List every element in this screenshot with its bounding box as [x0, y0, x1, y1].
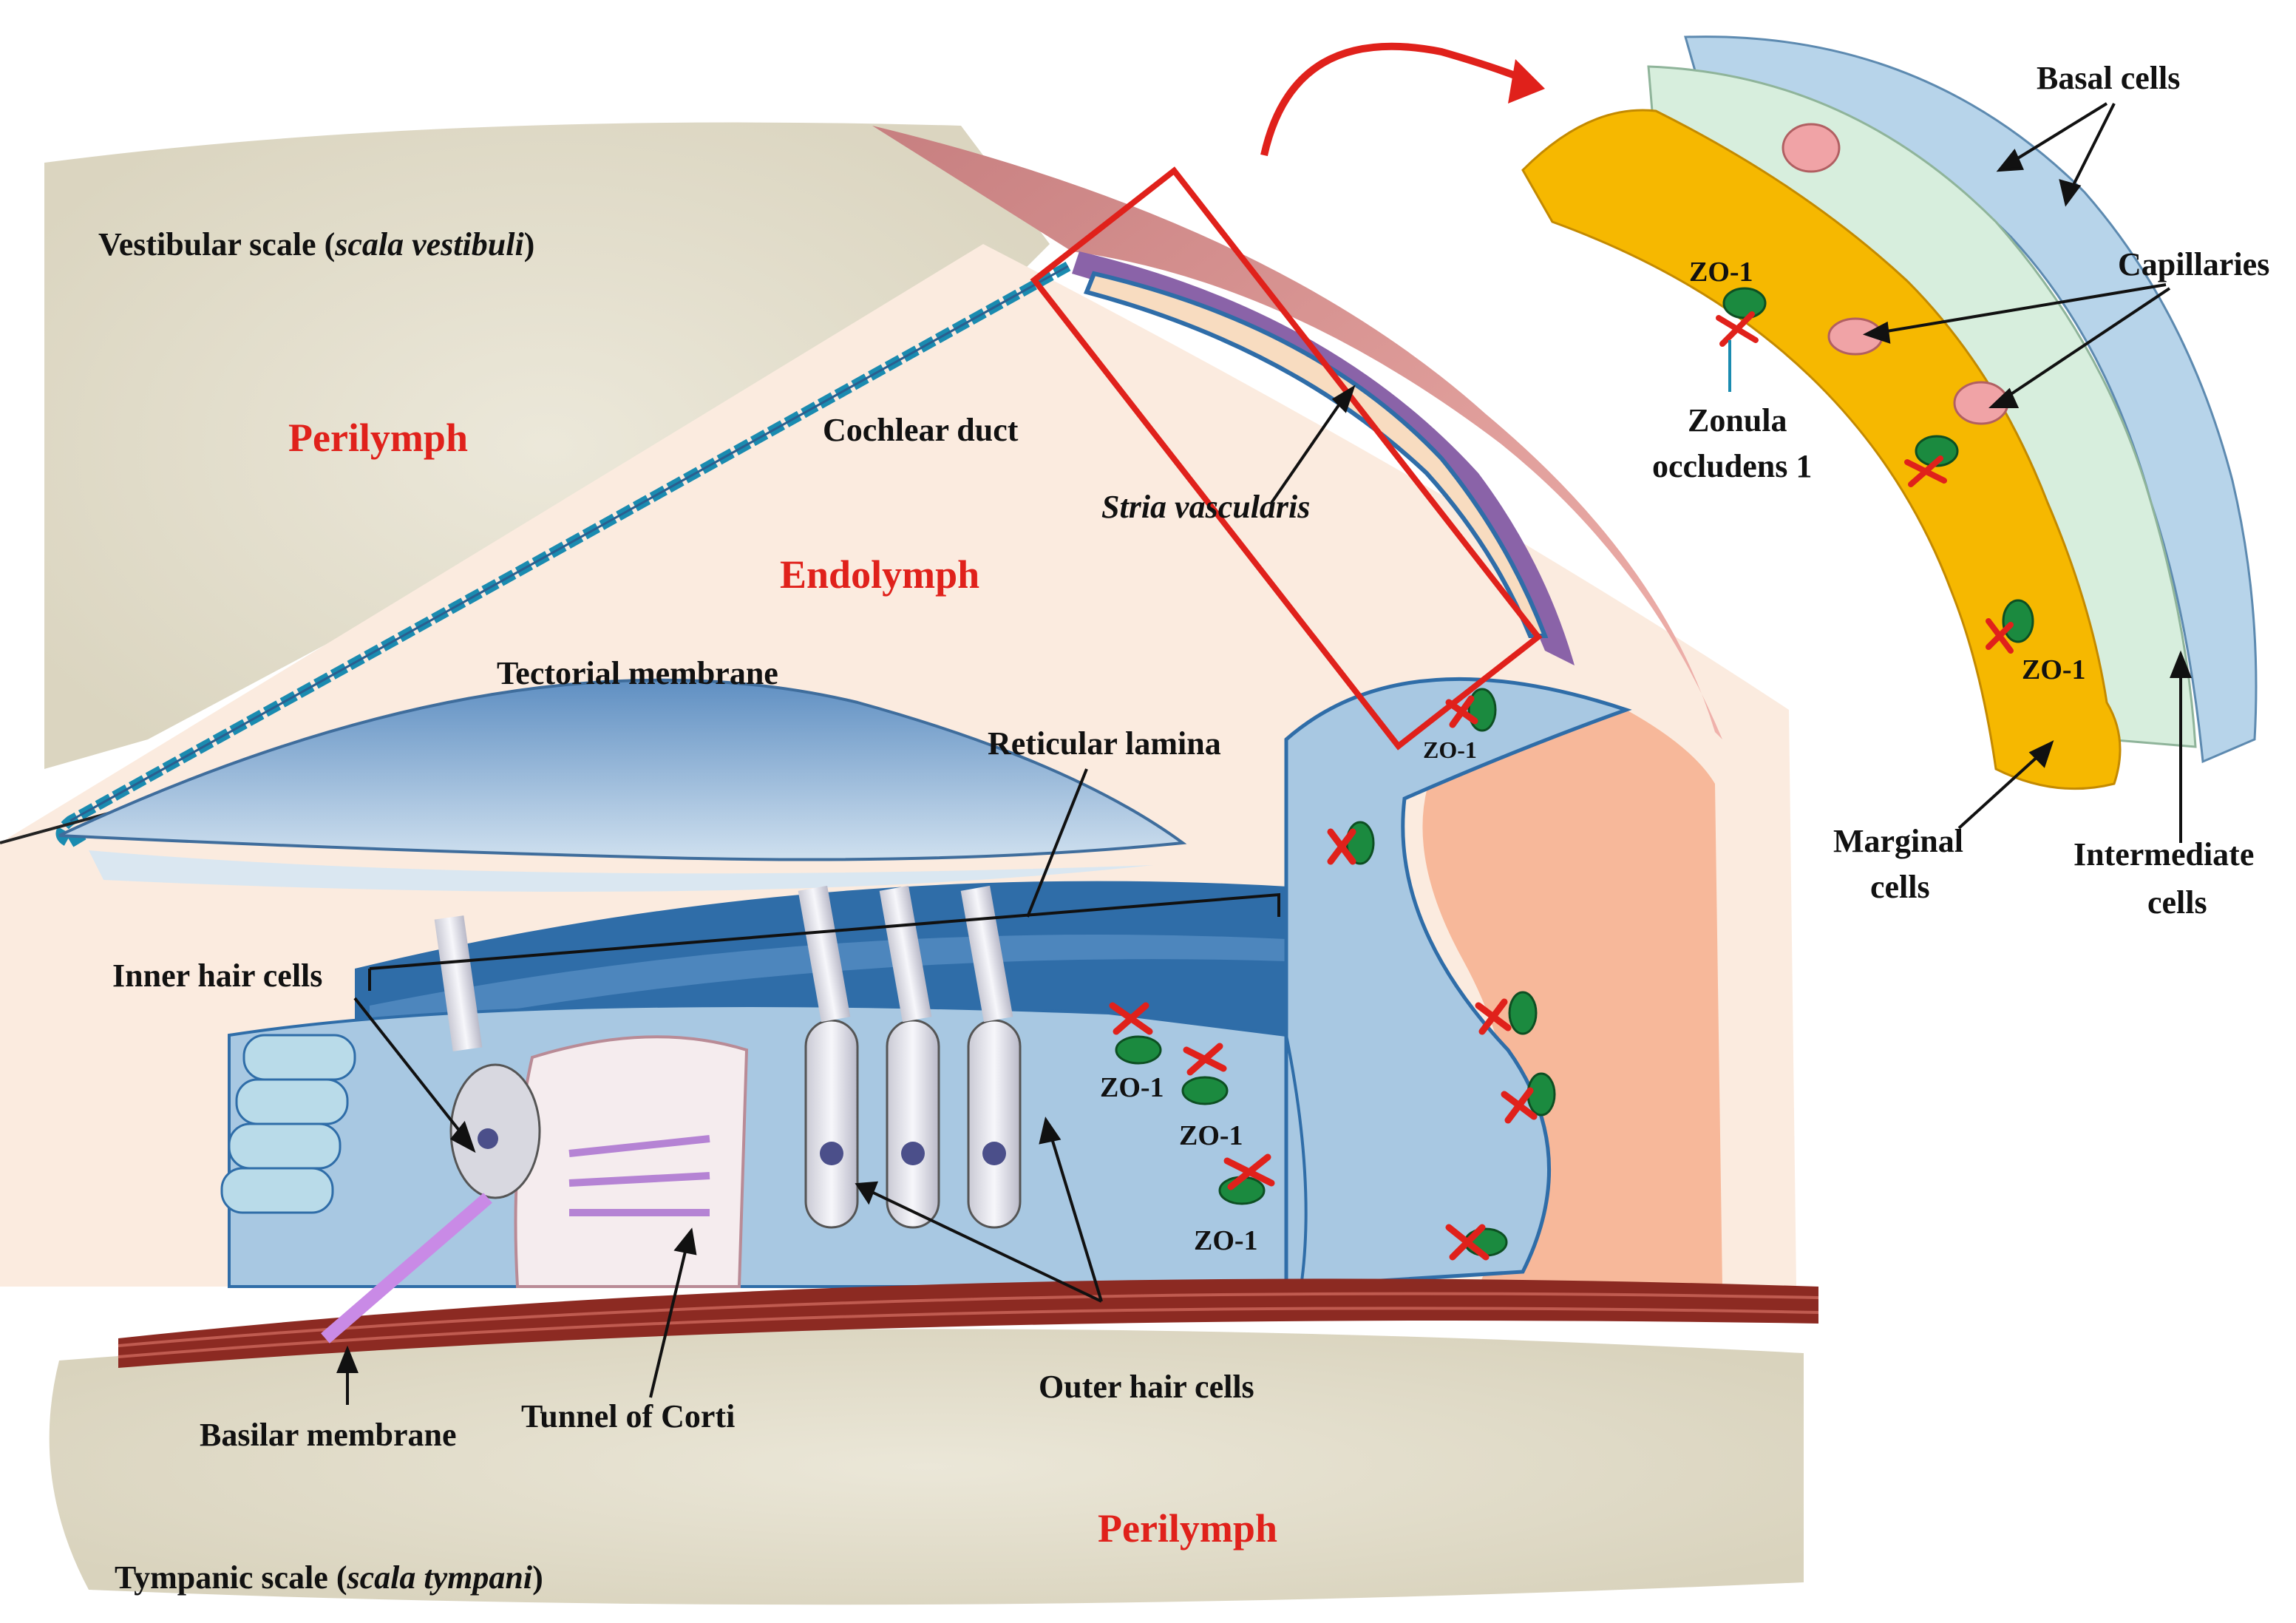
tight-junction-crosses — [1109, 695, 1538, 1261]
endolymph-label: Endolymph — [780, 552, 979, 597]
scala-vestibuli-region — [44, 122, 1050, 770]
capillaries-arrow-1 — [1877, 283, 2167, 334]
basilar-membrane — [118, 1193, 1819, 1368]
reticular-lamina-label: Reticular lamina — [988, 725, 1221, 762]
marginal-cells-label-line1: Marginal — [1833, 823, 1963, 859]
tympanic-scale-label: Tympanic scale (scala tympani) — [115, 1559, 543, 1596]
organ-of-corti — [220, 677, 1722, 1289]
basilar-membrane-label: Basilar membrane — [200, 1417, 457, 1453]
zo1-inset-label-1: ZO-1 — [1689, 257, 1753, 288]
basal-cells-arrow-1 — [2009, 102, 2108, 164]
tectorial-membrane-label: Tectorial membrane — [497, 655, 778, 691]
intermediate-cells-label-line1: Intermediate — [2073, 836, 2254, 873]
outer-hair-cells-arrow-1 — [868, 1189, 1102, 1303]
basal-cells-arrow-2 — [2068, 103, 2116, 193]
outer-hair-cells-label: Outer hair cells — [1039, 1369, 1254, 1405]
tectorial-membrane — [58, 678, 1187, 892]
perilymph-bottom-label: Perilymph — [1098, 1506, 1277, 1551]
capillaries-arrow-2 — [2002, 287, 2171, 401]
perilymph-top-label: Perilymph — [288, 416, 468, 460]
zonula-label-line1: Zonula — [1688, 402, 1787, 438]
stria-arrow — [1270, 394, 1347, 504]
inner-hair-cells-label: Inner hair cells — [112, 958, 322, 994]
stria-highlight-box — [1030, 166, 1543, 750]
labels: Vestibular scale (scala vestibuli) Peril… — [98, 60, 2269, 1596]
tunnel-of-corti — [514, 1035, 749, 1288]
zo1-label-3: ZO-1 — [1194, 1225, 1258, 1256]
intermediate-cells-label-line2: cells — [2147, 884, 2207, 921]
zo1-label-2: ZO-1 — [1179, 1120, 1243, 1151]
tunnel-of-corti-arrow — [649, 1241, 689, 1398]
marginal-cells-arrow — [1957, 753, 2042, 830]
leader-lines — [336, 102, 2192, 1405]
zo1-label-4: ZO-1 — [1423, 736, 1477, 763]
outer-hair-cells-arrow-2 — [1048, 1131, 1103, 1302]
reticular-lamina-arrow — [1026, 768, 1088, 918]
cochlear-duct-label: Cochlear duct — [823, 412, 1019, 448]
reticular-lamina-bracket — [368, 892, 1280, 991]
inner-hair-cells-arrow — [353, 997, 467, 1140]
stria-vascularis-label: Stria vascularis — [1101, 489, 1310, 525]
zonula-label-line2: occludens 1 — [1652, 448, 1812, 484]
tunnel-of-corti-label: Tunnel of Corti — [521, 1398, 735, 1434]
inner-hair-cell — [449, 1063, 541, 1199]
zoom-arrow — [1260, 42, 1532, 157]
capillaries-label: Capillaries — [2118, 246, 2269, 282]
scala-tympani-region — [49, 1329, 1804, 1605]
vestibular-scale-label: Vestibular scale (scala vestibuli) — [98, 226, 534, 262]
outer-hair-cells-group — [798, 885, 1022, 1229]
basal-cells-label: Basal cells — [2037, 60, 2180, 96]
marginal-cells-layer — [1521, 109, 2122, 790]
capillary-1 — [1782, 123, 1841, 173]
zo1-inset-label-2: ZO-1 — [2022, 654, 2086, 685]
stria-inset — [1521, 35, 2258, 790]
marginal-cells-label-line2: cells — [1870, 869, 1930, 905]
zo1-label-1: ZO-1 — [1100, 1072, 1164, 1103]
